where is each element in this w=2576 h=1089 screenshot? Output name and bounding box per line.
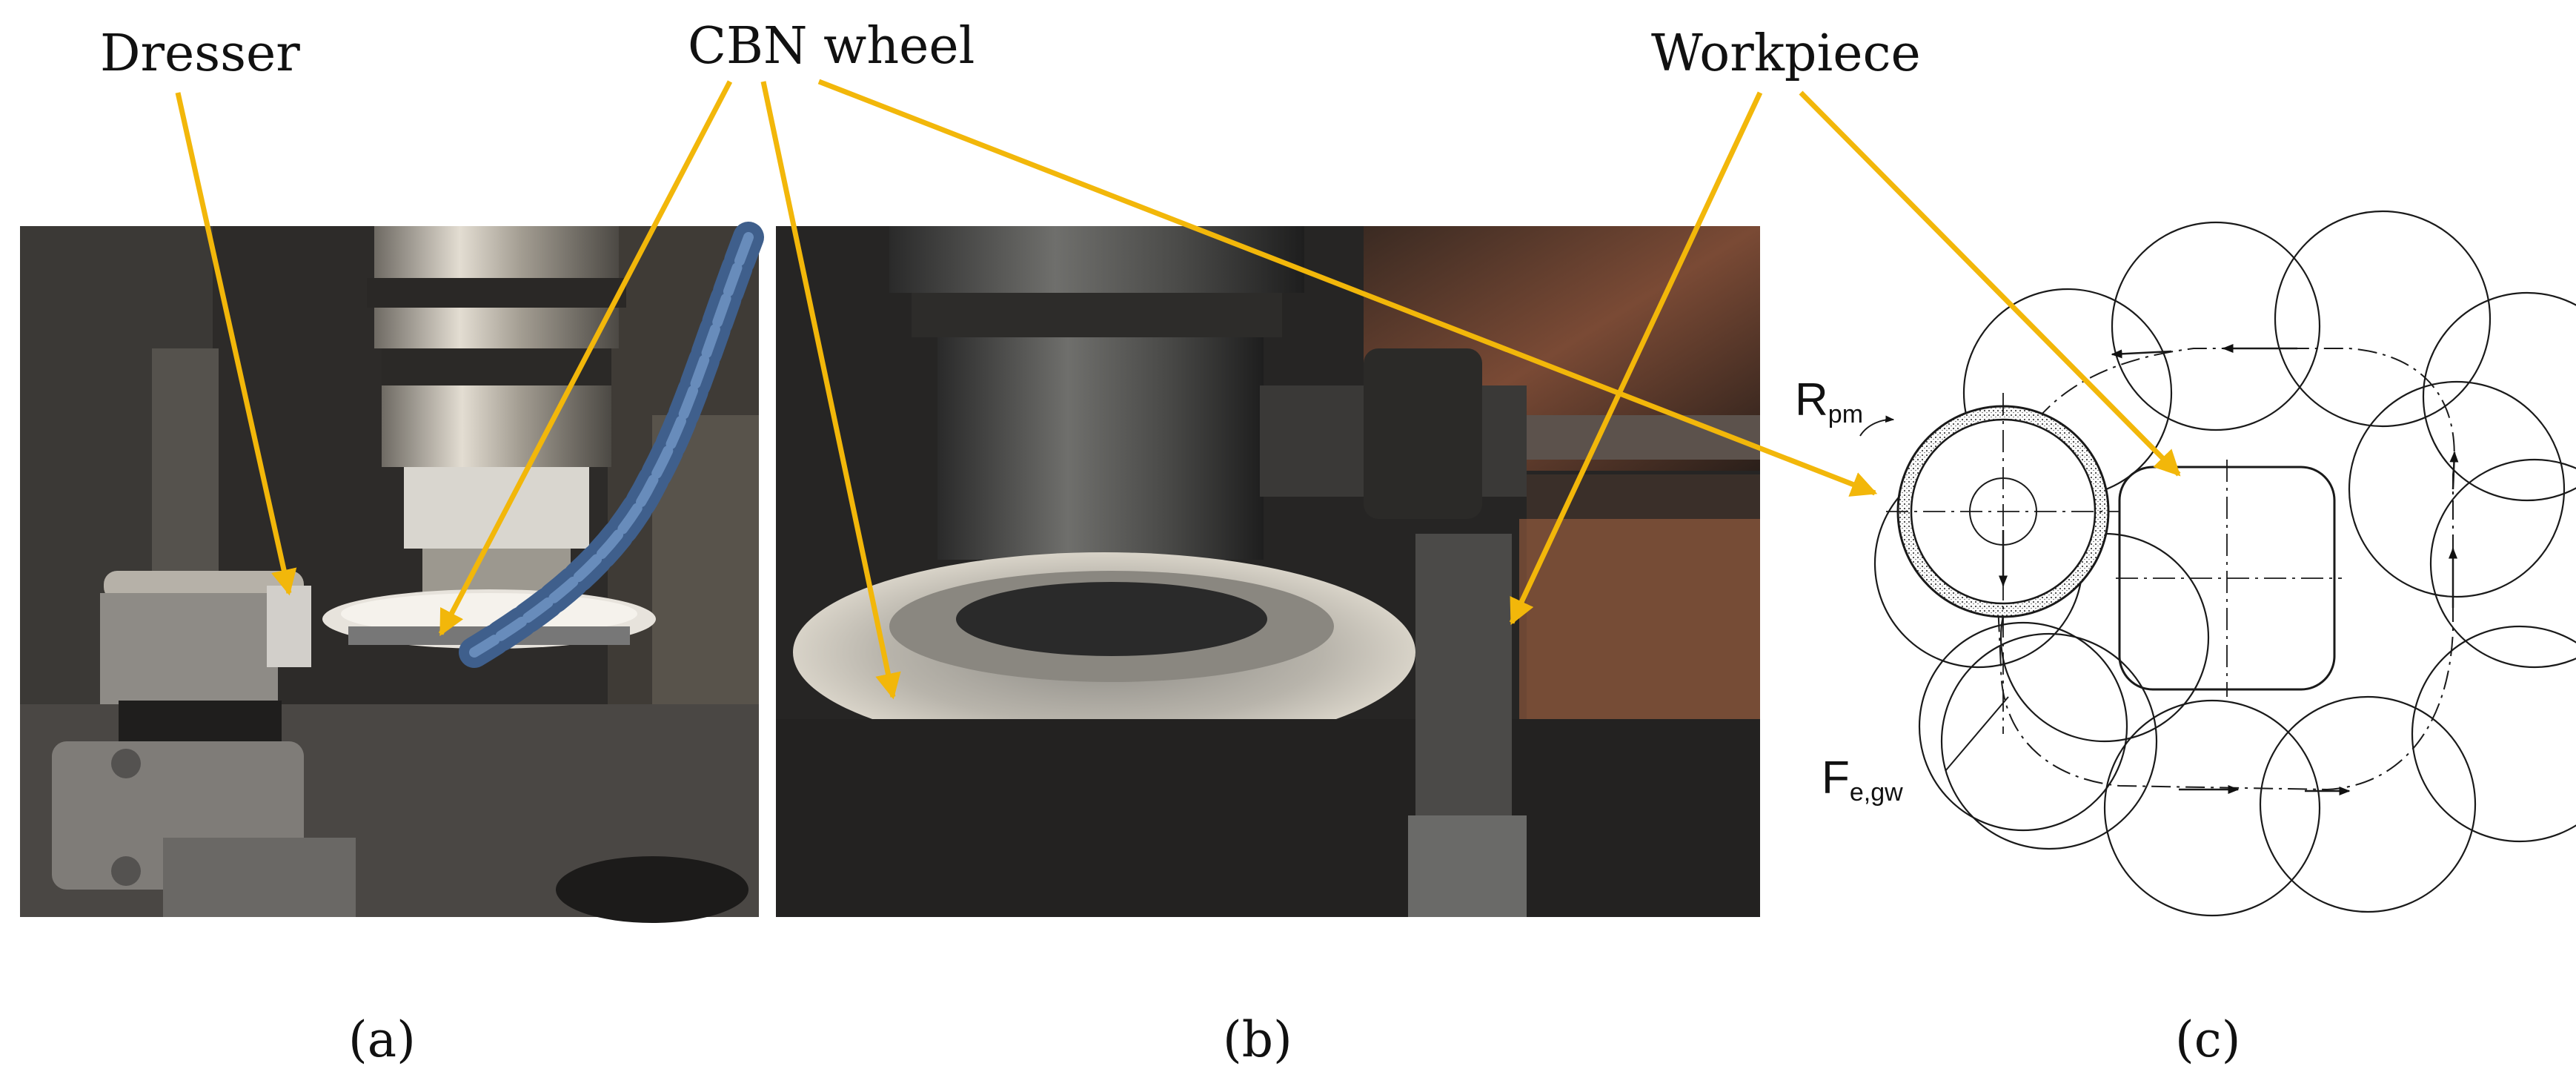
label-workpiece: Workpiece bbox=[1651, 24, 1921, 83]
arrow-cbn-c bbox=[817, 79, 1878, 497]
arrow-cbn-a bbox=[438, 80, 733, 637]
caption-c: (c) bbox=[2175, 1011, 2240, 1068]
fegw-label: Fe,gw bbox=[1822, 752, 1903, 807]
caption-a: (a) bbox=[348, 1011, 416, 1068]
label-dresser: Dresser bbox=[100, 24, 300, 83]
arrow-workpiece-b bbox=[1509, 91, 1763, 626]
feed-direction-arrows bbox=[1999, 344, 2459, 795]
arrow-dresser bbox=[175, 92, 297, 596]
photo-b-wheel-grinding bbox=[776, 226, 1760, 917]
photo-a-dresser-setup bbox=[20, 222, 764, 923]
arrow-cbn-b bbox=[760, 81, 901, 700]
callout-arrows bbox=[175, 79, 2181, 700]
rpm-label: Rpm bbox=[1795, 374, 1863, 428]
arrow-workpiece-c bbox=[1799, 90, 2181, 477]
force-leader-line bbox=[1945, 696, 2009, 772]
label-cbn-wheel: CBN wheel bbox=[688, 17, 975, 76]
diagram-c-grinding-path bbox=[1859, 210, 2576, 917]
rotation-arrow bbox=[1859, 415, 1895, 437]
coolant-hose-a bbox=[459, 222, 764, 668]
caption-b: (b) bbox=[1223, 1011, 1292, 1068]
